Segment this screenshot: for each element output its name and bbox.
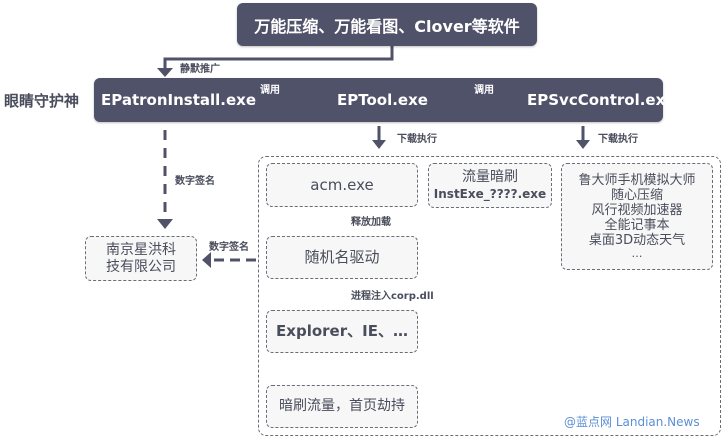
download-label-eptool: 下载执行 xyxy=(397,134,437,145)
signature-label-horizontal: 数字签名 xyxy=(209,242,249,253)
signature-label-vertical: 数字签名 xyxy=(175,176,215,187)
traffic-box: 流量暗刷 InstExe_????.exe xyxy=(428,163,552,208)
acm-box: acm.exe xyxy=(266,163,418,207)
driver-label: 随机名驱动 xyxy=(304,248,380,266)
silent-promo-label: 静默推广 xyxy=(180,64,220,75)
epsvc-item: 风行视频加速器 xyxy=(591,203,683,218)
epsvc-item: 桌面3D动态天气 xyxy=(588,233,686,248)
node-epatroninstall: EPatronInstall.exe xyxy=(101,91,256,109)
company-line-1: 南京星洪科 xyxy=(106,241,176,258)
release-label: 释放加载 xyxy=(351,217,391,228)
source-software-label: 万能压缩、万能看图、Clover等软件 xyxy=(254,16,520,36)
epsvc-payload-box: 鲁大师手机模拟大师 随心压缩 风行视频加速器 全能记事本 桌面3D动态天气 … xyxy=(561,163,713,270)
watermark: @蓝点网 Landian.News xyxy=(564,415,700,429)
main-chain-box xyxy=(94,78,663,122)
arrowhead-download-epsvc xyxy=(576,140,590,149)
inject-label: 进程注入corp.dll xyxy=(351,291,434,302)
call-label-1: 调用 xyxy=(260,85,280,96)
targets-box: Explorer、IE、… xyxy=(266,310,418,353)
arrowhead-download-eptool xyxy=(372,140,386,149)
node-epsvccontrol: EPSvcControl.exe xyxy=(527,91,676,109)
targets-label: Explorer、IE、… xyxy=(276,322,408,340)
result-box: 暗刷流量，首页劫持 xyxy=(266,385,418,428)
arrowhead-signature-vertical xyxy=(157,219,173,229)
epsvc-item: 鲁大师手机模拟大师 xyxy=(578,173,696,188)
arrowhead-signature-horizontal xyxy=(202,252,211,268)
call-label-2: 调用 xyxy=(474,85,494,96)
traffic-file: InstExe_????.exe xyxy=(433,186,547,201)
traffic-title: 流量暗刷 xyxy=(462,168,518,185)
product-name: 眼睛守护神 xyxy=(4,92,80,110)
epsvc-item: 全能记事本 xyxy=(604,218,670,233)
driver-box: 随机名驱动 xyxy=(266,236,418,279)
result-label: 暗刷流量，首页劫持 xyxy=(279,398,405,414)
connector-silent-promo xyxy=(163,46,394,70)
node-eptool: EPTool.exe xyxy=(337,91,428,109)
company-line-2: 技有限公司 xyxy=(106,258,176,275)
company-box: 南京星洪科 技有限公司 xyxy=(85,236,197,281)
download-label-epsvc: 下载执行 xyxy=(598,134,638,145)
epsvc-item: 随心压缩 xyxy=(610,188,663,203)
arrowhead-silent-promo xyxy=(157,68,173,77)
acm-label: acm.exe xyxy=(310,175,374,194)
epsvc-item: … xyxy=(631,247,643,260)
source-software-box: 万能压缩、万能看图、Clover等软件 xyxy=(237,3,537,46)
